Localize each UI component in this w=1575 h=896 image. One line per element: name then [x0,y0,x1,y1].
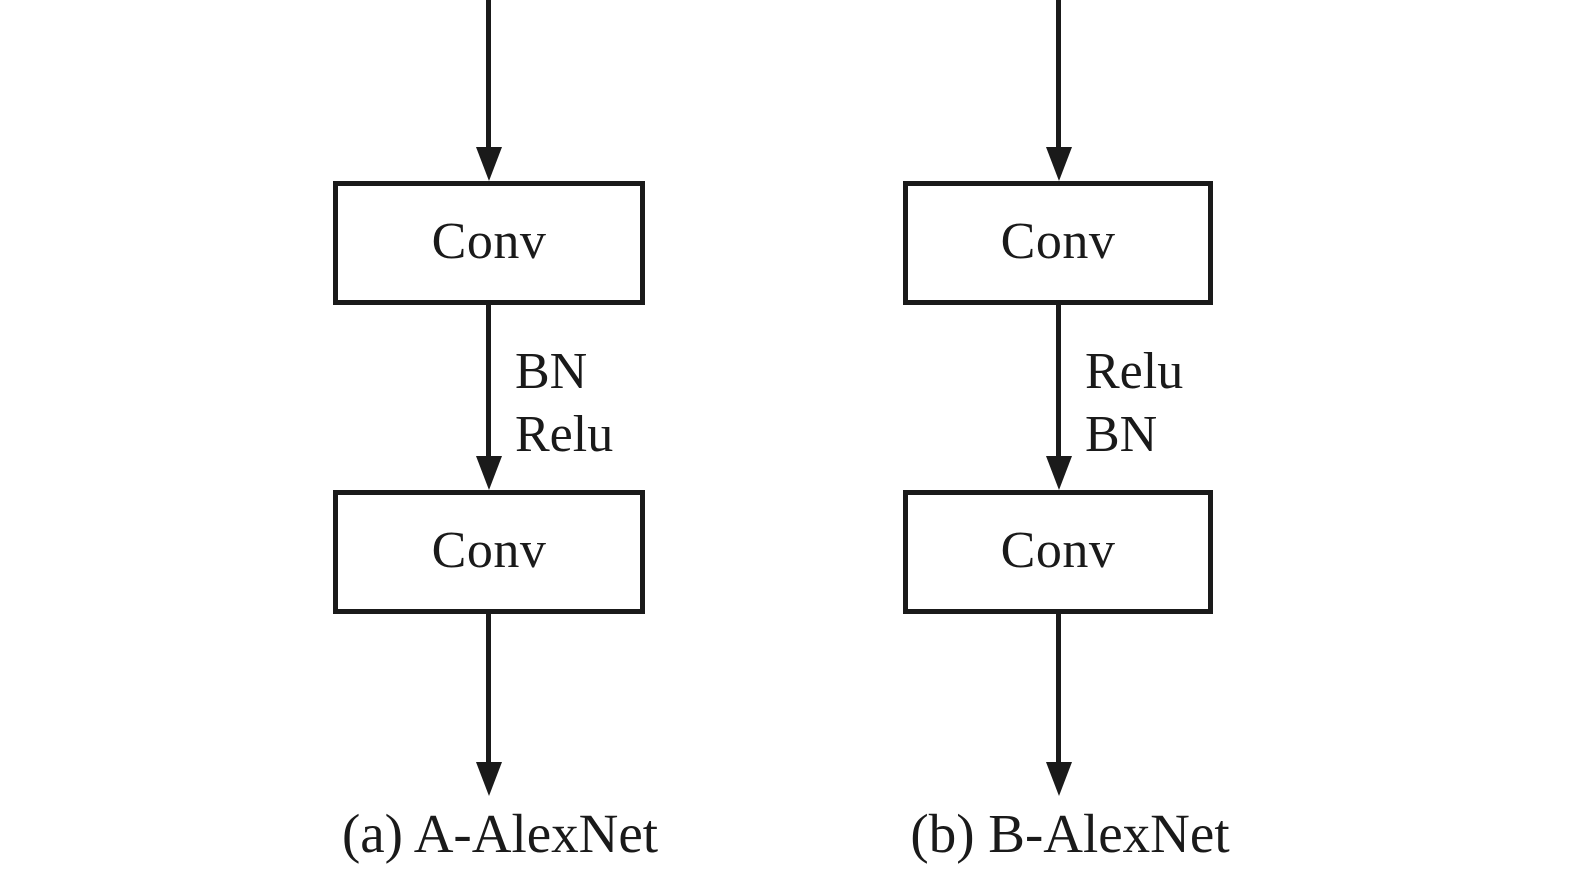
panel-caption-a: (a) A-AlexNet [341,803,659,864]
conv-block-a-1[interactable]: Conv [333,181,645,305]
conv-block-b-2[interactable]: Conv [903,490,1213,614]
edge-labels-a: BN Relu [515,340,613,467]
panel-a-alexnet: Conv BN Relu Conv (a) A-AlexNet [190,0,810,896]
arrow-stem [1056,614,1061,762]
panel-b-alexnet: Conv Relu BN Conv (b) B-AlexNet [760,0,1380,896]
conv-block-label: Conv [1000,213,1116,270]
arrow-stem [486,614,491,762]
conv-block-label: Conv [1000,522,1116,579]
conv-block-label: Conv [431,213,547,270]
edge-label-a-1: BN [515,343,588,400]
panel-caption-b: (b) B-AlexNet [910,803,1230,864]
edge-label-a-2: Relu [515,406,614,464]
arrow-stem [1056,0,1061,147]
edge-labels-b: Relu BN [1085,340,1183,467]
edge-label-b-1: Relu [1085,343,1184,400]
arrow-head-icon [475,762,502,796]
arrow-head-icon [475,147,502,181]
arrow-stem [1056,305,1061,456]
conv-block-a-2[interactable]: Conv [333,490,645,614]
arrow-stem [486,0,491,147]
conv-block-label: Conv [431,522,547,579]
conv-block-b-1[interactable]: Conv [903,181,1213,305]
arrow-head-icon [475,456,502,490]
arrow-head-icon [1045,762,1072,796]
arrow-head-icon [1045,147,1072,181]
arrow-head-icon [1045,456,1072,490]
arrow-stem [486,305,491,456]
edge-label-b-2: BN [1085,406,1158,464]
